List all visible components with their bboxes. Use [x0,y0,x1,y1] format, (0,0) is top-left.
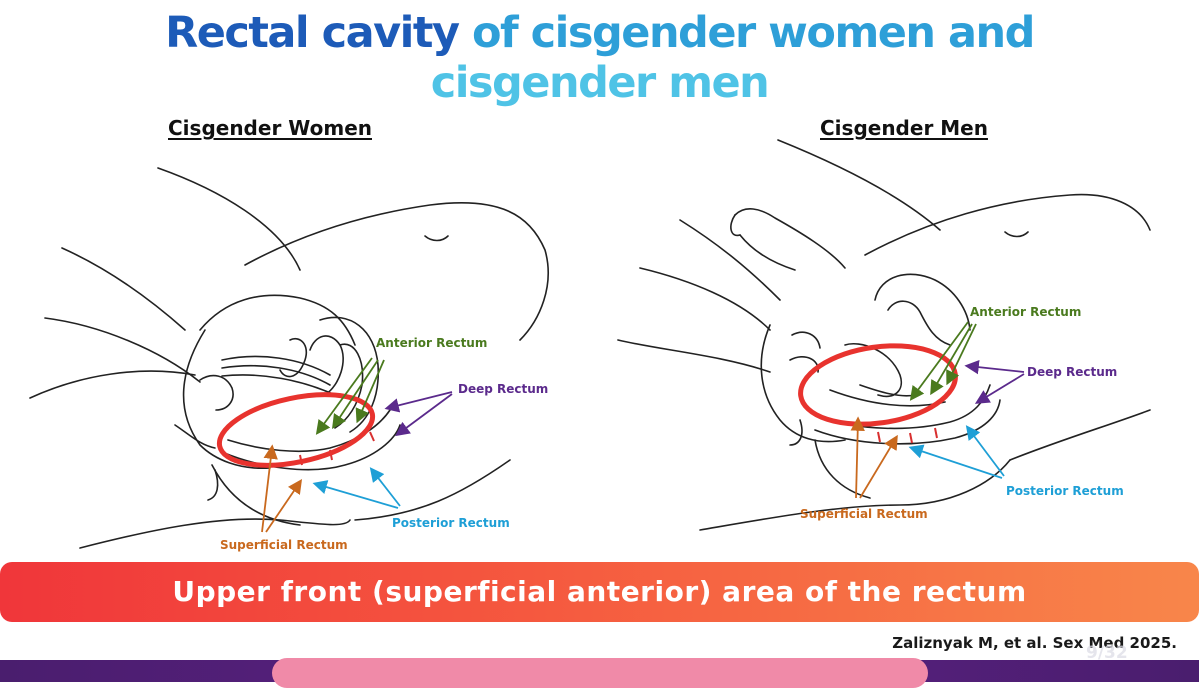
highlight-banner: Upper front (superficial anterior) area … [0,562,1199,622]
banner-text: Upper front (superficial anterior) area … [172,575,1027,608]
women-label-deep: Deep Rectum [458,382,548,396]
men-label-superficial: Superficial Rectum [800,507,928,521]
women-anterior-arrows [315,357,385,435]
slide-title: Rectal cavity of cisgender women and cis… [0,8,1199,108]
women-label-superficial: Superficial Rectum [220,538,348,552]
women-deep-arrows [384,391,453,437]
citation: Zaliznyak M, et al. Sex Med 2025. [892,634,1177,652]
men-label-deep: Deep Rectum [1027,365,1117,379]
women-label-posterior: Posterior Rectum [392,516,510,530]
men-deep-arrows [964,359,1025,404]
women-anatomy-drawing [29,167,549,549]
heading-cisgender-men: Cisgender Men [820,116,988,140]
men-label-anterior: Anterior Rectum [970,305,1081,319]
title-part-3: cisgender men [430,58,770,108]
women-label-anterior: Anterior Rectum [376,336,487,350]
men-anterior-arrows [909,321,977,401]
men-anatomy-drawing [617,139,1151,531]
women-superficial-arrows [261,444,303,533]
men-rectum-markers [877,427,938,444]
footer-pill [272,658,928,688]
women-highlight-circle [216,392,376,468]
men-superficial-arrows [850,416,898,499]
women-posterior-arrows [312,467,401,509]
men-posterior-arrows [908,425,1005,479]
men-label-posterior: Posterior Rectum [1006,484,1124,498]
title-part-2: of cisgender women and [471,8,1035,58]
page-number: 9/32 [1086,643,1128,663]
title-part-1: Rectal cavity [165,8,472,58]
heading-cisgender-women: Cisgender Women [168,116,372,140]
